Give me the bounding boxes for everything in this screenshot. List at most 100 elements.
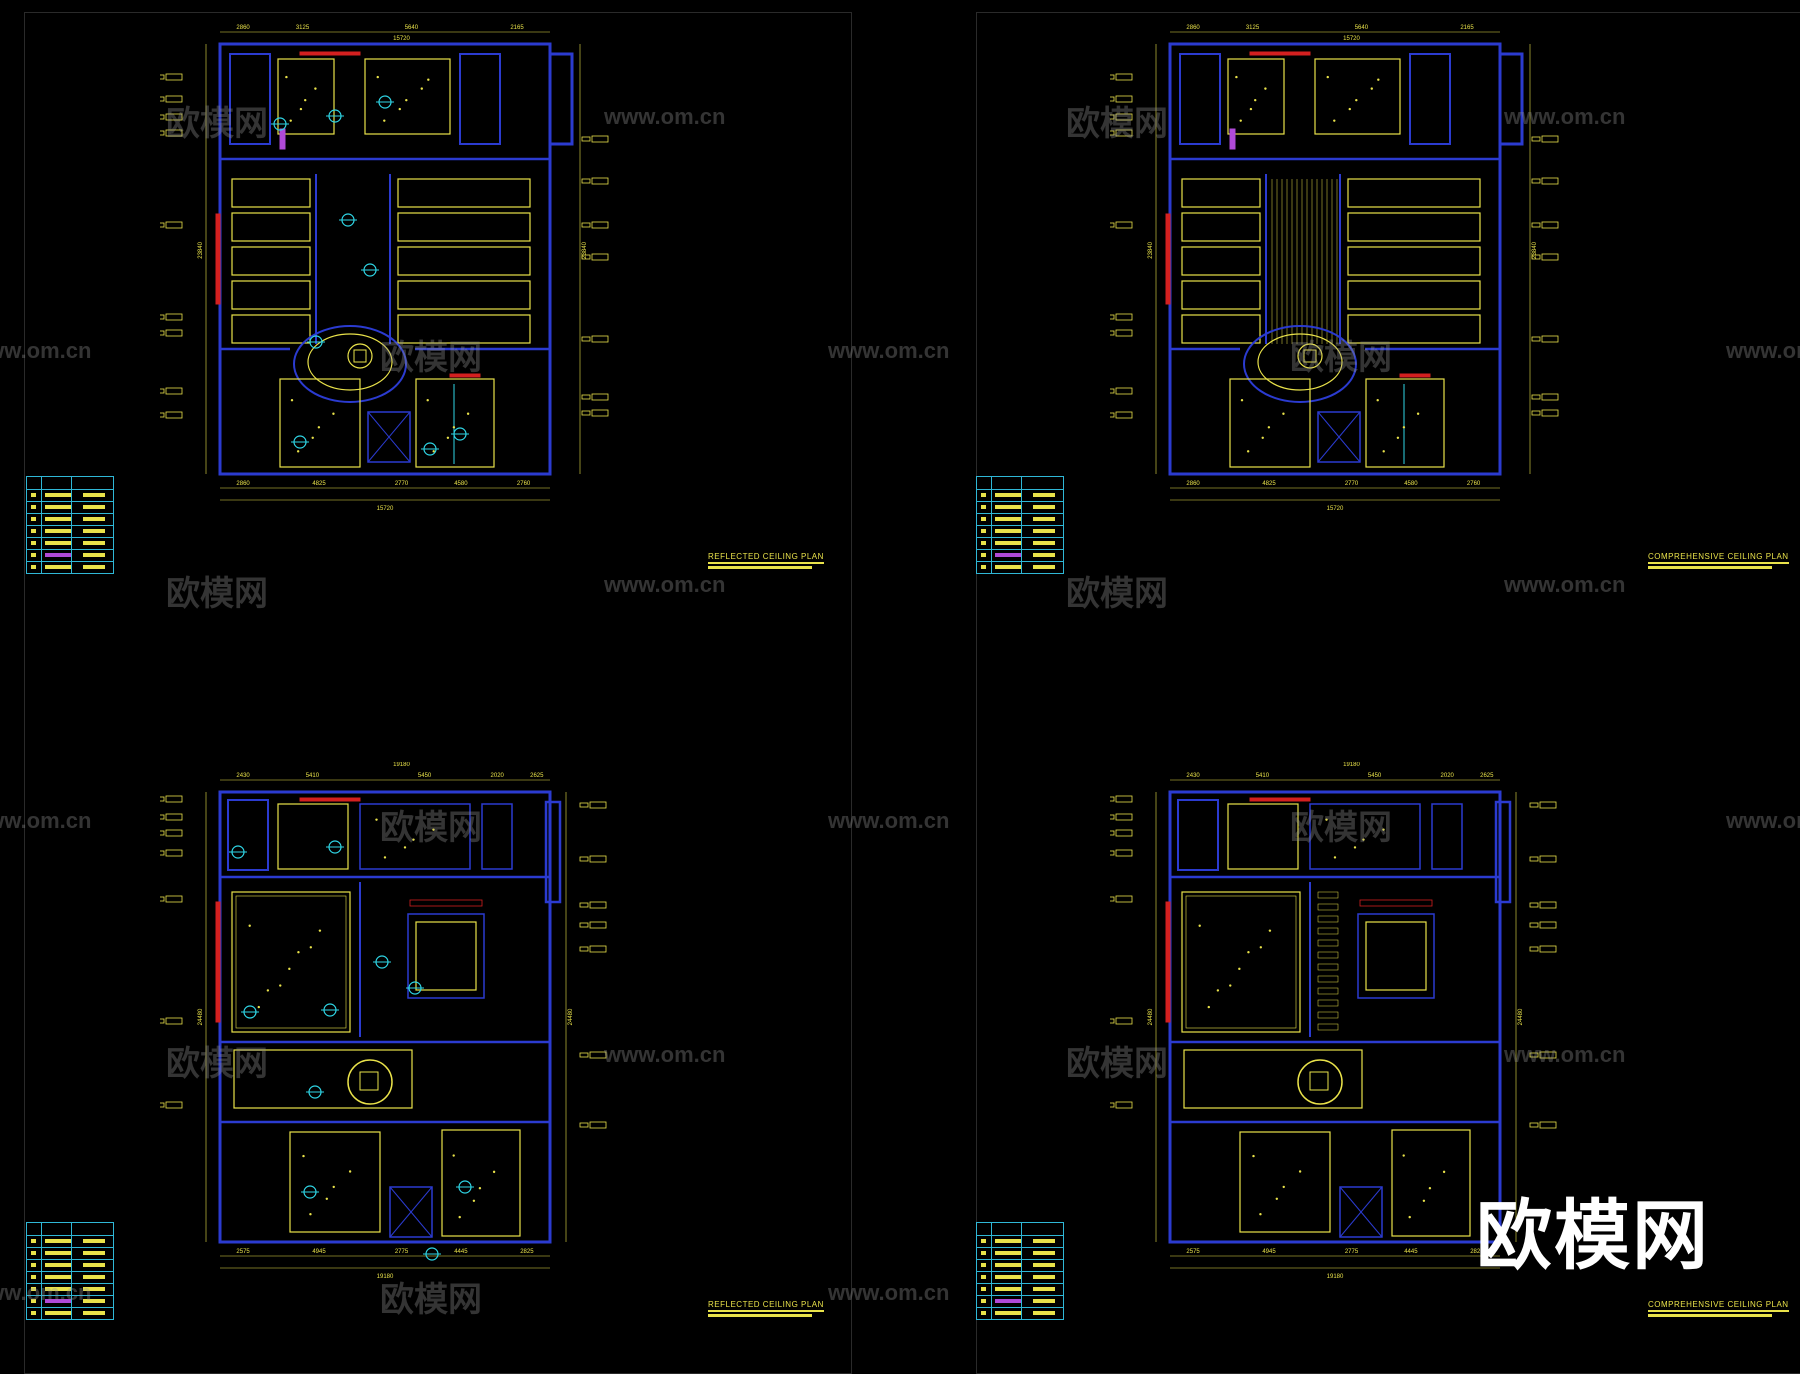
section-tag-icon: [1529, 946, 1539, 952]
legend-row: [977, 561, 1063, 573]
section-tag-icon: [591, 253, 609, 261]
section-tag-icon: [1115, 129, 1133, 137]
downlight-icon: [492, 1170, 496, 1174]
downlight-icon: [314, 87, 317, 90]
ceiling-panel: [1181, 314, 1261, 344]
section-tag-icon: [591, 409, 609, 417]
chandelier-icon: [1309, 1071, 1329, 1091]
ceiling-panel: [397, 314, 531, 344]
legend-swatch: [981, 1287, 986, 1291]
downlight-icon: [1235, 75, 1238, 79]
downlight-icon: [1238, 967, 1241, 971]
downlight-icon: [432, 450, 435, 453]
downlight-icon: [1282, 1185, 1285, 1189]
legend-table-top-left: [26, 476, 114, 574]
section-tag-icon: [160, 1018, 165, 1024]
ceiling-recess: [1181, 891, 1301, 1033]
section-tag-icon: [579, 802, 589, 808]
legend-swatch: [31, 1311, 36, 1315]
section-tag-icon: [579, 902, 589, 908]
watermark-cn: 欧模网: [1066, 574, 1168, 614]
downlight-icon: [1275, 1197, 1279, 1200]
track-light: [1317, 1011, 1339, 1019]
downlight-icon: [376, 75, 379, 79]
section-tag-icon: [591, 177, 609, 185]
ceiling-recess: [1365, 921, 1427, 991]
section-tag-icon: [165, 113, 183, 121]
room-wall: [407, 913, 485, 999]
chandelier-icon: [359, 1071, 379, 1091]
legend-swatch: [1033, 1251, 1055, 1255]
legend-swatch: [1033, 1299, 1055, 1303]
ceiling-recess: [1391, 1129, 1471, 1237]
downlight-icon: [257, 1005, 260, 1009]
ceiling-panel: [1181, 280, 1261, 310]
exterior-wall: [1494, 800, 1512, 904]
legend-swatch: [31, 1239, 36, 1243]
legend-row: [977, 1259, 1063, 1271]
legend-swatch: [31, 565, 36, 569]
dimension-label: 15720: [1343, 36, 1360, 42]
downlight-icon: [248, 924, 251, 927]
legend-swatch: [995, 541, 1021, 545]
accent-panel: [1399, 373, 1431, 378]
dimension-label: 2625: [1480, 773, 1494, 779]
legend-row: [977, 1235, 1063, 1247]
legend-row: [27, 513, 113, 525]
dimension-label: 2825: [1470, 1249, 1484, 1255]
accent-panel: [215, 213, 221, 305]
section-tag-icon: [1110, 830, 1115, 836]
dimension-label: 3125: [296, 25, 310, 31]
plan-title: COMPREHENSIVE CEILING PLAN: [1648, 552, 1789, 564]
downlight-icon: [1267, 426, 1271, 429]
ceiling-panel: [397, 212, 531, 242]
section-tag-icon: [165, 95, 183, 103]
section-tag-icon: [1110, 222, 1115, 228]
legend-swatch: [31, 1275, 36, 1279]
legend-swatch: [981, 1239, 986, 1243]
section-tag-icon: [1531, 222, 1541, 228]
section-tag-icon: [165, 313, 183, 321]
dimension-label: 2860: [236, 481, 250, 487]
ceiling-recess: [1227, 803, 1299, 870]
section-tag-icon: [1531, 178, 1541, 184]
downlight-icon: [290, 399, 294, 402]
title-underline: [708, 1314, 812, 1317]
downlight-icon: [1442, 1170, 1446, 1174]
track-light: [1317, 963, 1339, 971]
legend-swatch: [83, 517, 105, 521]
watermark-url: www.om.cn: [828, 808, 950, 833]
watermark-url: www.om.cn: [1504, 572, 1626, 597]
legend-swatch: [1033, 1239, 1055, 1243]
ceiling-recess: [277, 803, 349, 870]
section-tag-icon: [1531, 136, 1541, 142]
downlight-icon: [1377, 78, 1380, 81]
dimension-label: 2020: [1441, 773, 1455, 779]
dimension-label: 2430: [1186, 773, 1200, 779]
room-wall: [481, 803, 513, 870]
legend-row: [977, 1307, 1063, 1319]
round-ceiling-recess: [1297, 1059, 1343, 1105]
legend-swatch: [45, 1263, 71, 1267]
section-tag-icon: [1541, 253, 1559, 261]
elevator-shaft: [1339, 1186, 1383, 1238]
legend-swatch: [981, 1251, 986, 1255]
ceiling-panel: [1181, 246, 1261, 276]
track-light: [1317, 903, 1339, 911]
legend-swatch: [83, 1287, 105, 1291]
legend-swatch: [45, 505, 71, 509]
round-ceiling-recess: [347, 343, 373, 369]
section-tag-icon: [591, 135, 609, 143]
room-wall: [229, 53, 271, 145]
legend-swatch: [995, 1239, 1021, 1243]
downlight-icon: [478, 1186, 482, 1190]
exterior-wall: [1498, 52, 1524, 146]
dimension-label: 2770: [395, 481, 409, 487]
room-wall: [1309, 803, 1421, 870]
legend-swatch: [45, 565, 71, 569]
legend-swatch: [45, 1251, 71, 1255]
legend-row: [27, 561, 113, 573]
downlight-icon: [1239, 119, 1242, 122]
watermark-url: www.om.cn: [828, 338, 950, 363]
watermark-cn: 欧模网: [380, 808, 482, 848]
